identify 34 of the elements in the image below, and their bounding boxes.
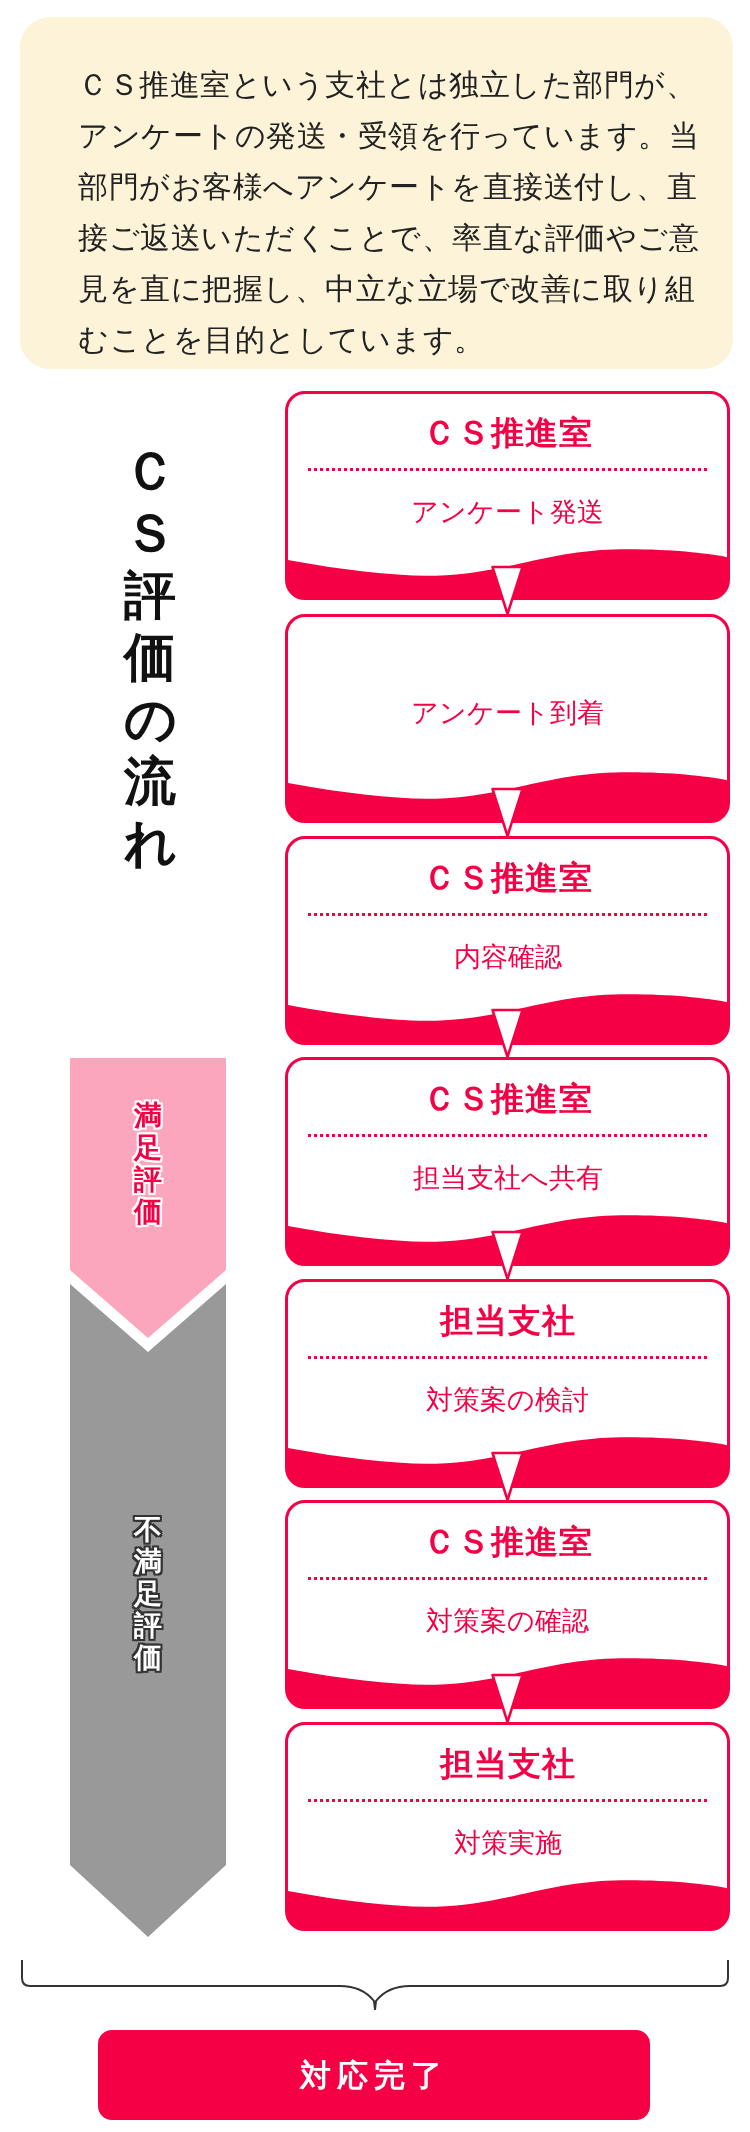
- arrow: [491, 787, 524, 838]
- step-label: 対策実施: [452, 1826, 563, 1860]
- note-box: [20, 17, 733, 369]
- step-heading: 担当支社: [438, 1743, 577, 1785]
- arrow: [491, 1230, 524, 1281]
- step-box: [285, 614, 730, 823]
- step-label: 担当支社へ共有: [411, 1161, 604, 1195]
- title-text: ＣＳ評価の流れ: [124, 440, 176, 874]
- step-heading: ＣＳ推進室: [421, 1521, 594, 1563]
- step-box: [285, 836, 730, 1045]
- chevron-band: [70, 1058, 226, 1338]
- step-label: 対策案の検討: [425, 1383, 590, 1417]
- note-text: ＣＳ推進室という支社とは独立した部門が、アンケートの発送・受領を行っています。当部門がお客様へアンケートを直接送付し、直接ご返送いただくことで、率直な評価やご意見を直に把握し、中立な立場で改善に取り組むことを目的としています。: [78, 66, 700, 359]
- step-box: [285, 1057, 730, 1266]
- step-box: [285, 1722, 730, 1931]
- step-box: [285, 1279, 730, 1488]
- band-label: 不満足評価: [134, 1514, 162, 1674]
- step-heading: ＣＳ推進室: [421, 412, 594, 454]
- step-box: [285, 1500, 730, 1709]
- step-heading: ＣＳ推進室: [421, 857, 594, 899]
- chevron-band: [70, 1284, 226, 1937]
- result-banner: 対応完了: [98, 2030, 650, 2120]
- arrow: [491, 1673, 524, 1724]
- arrow: [491, 1008, 524, 1059]
- step-heading: ＣＳ推進室: [421, 1078, 594, 1120]
- step-heading: 担当支社: [438, 1300, 577, 1342]
- arrow: [491, 1451, 524, 1502]
- arrow: [491, 565, 524, 616]
- step-label: 対策案の確認: [425, 1604, 590, 1638]
- step-label: アンケート発送: [410, 495, 605, 529]
- step-label: 内容確認: [452, 940, 563, 974]
- step-label: アンケート到着: [410, 696, 605, 730]
- step-box: [285, 391, 730, 600]
- band-label: 満足評価: [134, 1100, 162, 1228]
